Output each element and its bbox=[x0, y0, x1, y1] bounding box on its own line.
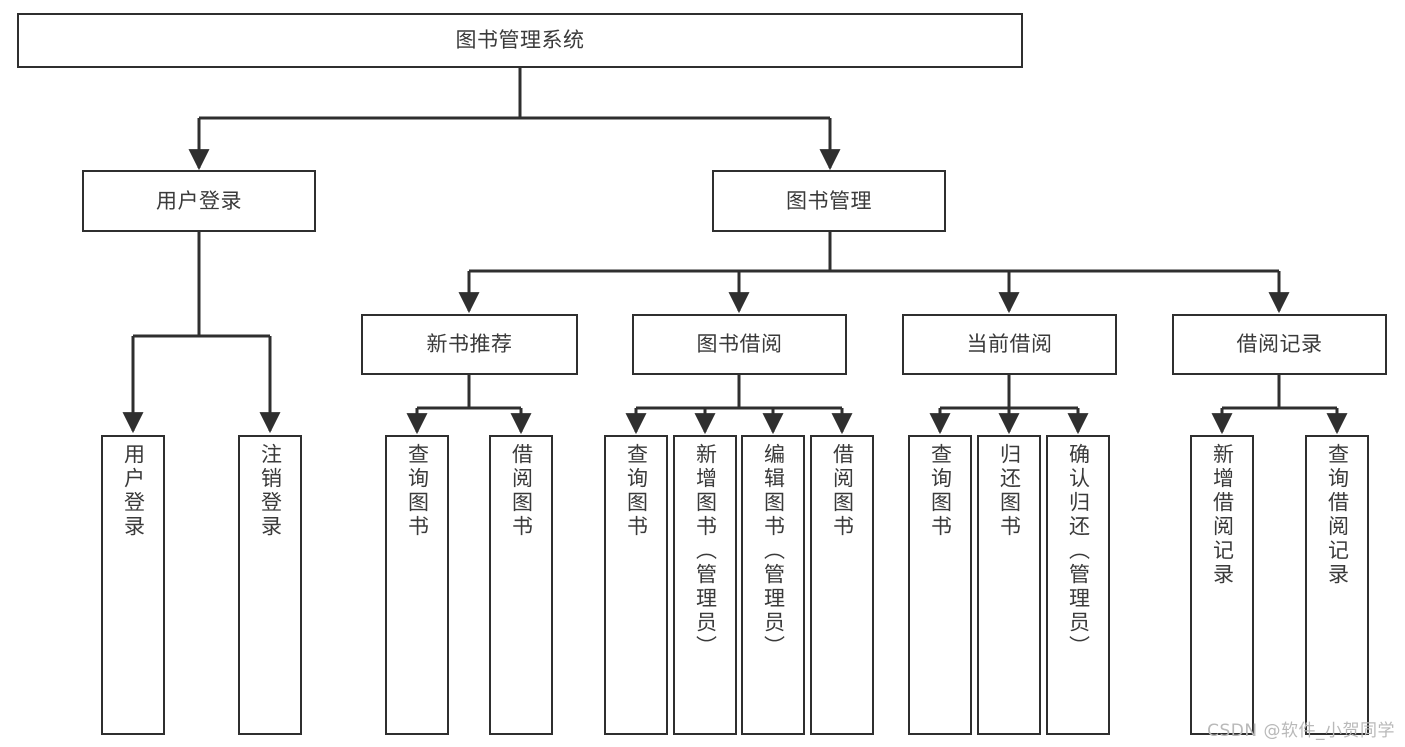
leaf-borrow-borrow-book[interactable]: 借阅图书 bbox=[810, 435, 874, 735]
leaf-borrow-add-book-admin[interactable]: 新增图书（管理员） bbox=[673, 435, 737, 735]
node-label: 图书管理系统 bbox=[455, 28, 585, 53]
node-user-login[interactable]: 用户登录 bbox=[82, 170, 316, 232]
node-label: 确认归还（管理员） bbox=[1066, 443, 1091, 659]
node-book-management[interactable]: 图书管理 bbox=[712, 170, 946, 232]
node-label: 注销登录 bbox=[258, 443, 283, 539]
node-label: 归还图书 bbox=[997, 443, 1022, 539]
node-label: 查询借阅记录 bbox=[1325, 443, 1350, 587]
leaf-borrow-query-book[interactable]: 查询图书 bbox=[604, 435, 668, 735]
node-label: 借阅图书 bbox=[830, 443, 855, 539]
node-current-borrow[interactable]: 当前借阅 bbox=[902, 314, 1117, 375]
node-new-book-recommend[interactable]: 新书推荐 bbox=[361, 314, 578, 375]
node-book-borrow[interactable]: 图书借阅 bbox=[632, 314, 847, 375]
node-root-book-management-system[interactable]: 图书管理系统 bbox=[17, 13, 1023, 68]
leaf-record-query-borrow-record[interactable]: 查询借阅记录 bbox=[1305, 435, 1369, 735]
leaf-current-query-book[interactable]: 查询图书 bbox=[908, 435, 972, 735]
node-label: 查询图书 bbox=[624, 443, 649, 539]
leaf-current-return-book[interactable]: 归还图书 bbox=[977, 435, 1041, 735]
leaf-record-add-borrow-record[interactable]: 新增借阅记录 bbox=[1190, 435, 1254, 735]
leaf-current-confirm-return-admin[interactable]: 确认归还（管理员） bbox=[1046, 435, 1110, 735]
node-label: 查询图书 bbox=[928, 443, 953, 539]
node-label: 新增借阅记录 bbox=[1210, 443, 1235, 587]
leaf-borrow-edit-book-admin[interactable]: 编辑图书（管理员） bbox=[741, 435, 805, 735]
node-borrow-record[interactable]: 借阅记录 bbox=[1172, 314, 1387, 375]
node-label: 用户登录 bbox=[121, 443, 146, 539]
node-label: 借阅图书 bbox=[509, 443, 534, 539]
leaf-recommend-query-book[interactable]: 查询图书 bbox=[385, 435, 449, 735]
node-label: 新增图书（管理员） bbox=[693, 443, 718, 659]
node-label: 用户登录 bbox=[156, 188, 242, 213]
node-label: 当前借阅 bbox=[966, 332, 1053, 357]
node-label: 图书管理 bbox=[786, 188, 872, 213]
node-label: 图书借阅 bbox=[696, 332, 783, 357]
leaf-user-login-login[interactable]: 用户登录 bbox=[101, 435, 165, 735]
node-label: 借阅记录 bbox=[1236, 332, 1323, 357]
node-label: 新书推荐 bbox=[426, 332, 513, 357]
leaf-user-login-logout[interactable]: 注销登录 bbox=[238, 435, 302, 735]
node-label: 查询图书 bbox=[405, 443, 430, 539]
node-label: 编辑图书（管理员） bbox=[761, 443, 786, 659]
leaf-recommend-borrow-book[interactable]: 借阅图书 bbox=[489, 435, 553, 735]
